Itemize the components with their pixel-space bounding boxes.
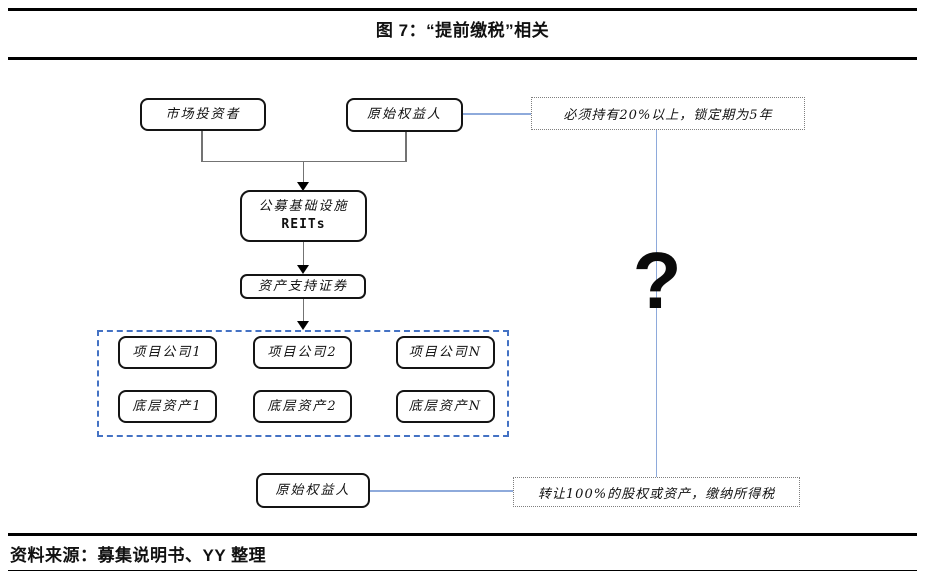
note-holding-requirement: 必须持有20%以上，锁定期为5年 xyxy=(531,97,805,130)
connector-abs-to-assets xyxy=(302,299,304,322)
box-public-reits-label-line1: 公募基础设施 xyxy=(258,199,349,215)
connector-merge-horizontal xyxy=(201,160,407,162)
box-original-holder-bottom-label: 原始权益人 xyxy=(275,482,351,498)
note-transfer-tax-label: 转让100%的股权或资产，缴纳所得税 xyxy=(537,486,776,502)
box-public-reits-label-line2: REITs xyxy=(281,217,326,232)
box-asset-backed-securities-label: 资产支持证券 xyxy=(257,278,348,294)
connector-stem-to-reits xyxy=(302,162,304,183)
bottom-rule xyxy=(8,570,917,571)
box-project-company-2: 项目公司2 xyxy=(253,336,352,369)
box-original-holder-bottom: 原始权益人 xyxy=(256,473,370,508)
title-bottom-rule xyxy=(8,57,917,60)
box-underlying-asset-n-label: 底层资产N xyxy=(408,398,483,414)
arrow-down-icon xyxy=(297,265,309,274)
box-market-investor-label: 市场投资者 xyxy=(165,106,241,122)
question-mark: ? xyxy=(632,236,682,325)
connector-holder-to-note xyxy=(463,113,531,115)
footer-top-rule xyxy=(8,533,917,536)
arrow-down-icon xyxy=(297,321,309,330)
box-market-investor: 市场投资者 xyxy=(140,98,266,131)
box-original-holder-top-label: 原始权益人 xyxy=(366,107,442,123)
top-rule xyxy=(8,8,917,11)
box-public-reits: 公募基础设施 REITs xyxy=(240,190,367,242)
note-holding-requirement-label: 必须持有20%以上，锁定期为5年 xyxy=(563,108,773,123)
connector-holder-to-transfer xyxy=(370,490,513,492)
box-project-company-n-label: 项目公司N xyxy=(408,344,483,360)
box-underlying-asset-2-label: 底层资产2 xyxy=(267,398,338,414)
connector-note-to-transfer xyxy=(655,130,657,477)
box-asset-backed-securities: 资产支持证券 xyxy=(240,274,366,299)
box-project-company-1: 项目公司1 xyxy=(118,336,217,369)
box-underlying-asset-1: 底层资产1 xyxy=(118,390,217,423)
note-transfer-tax: 转让100%的股权或资产，缴纳所得税 xyxy=(513,477,800,507)
box-underlying-asset-n: 底层资产N xyxy=(396,390,495,423)
figure-title: 图 7：“提前缴税”相关 xyxy=(375,21,550,40)
box-project-company-2-label: 项目公司2 xyxy=(267,344,338,360)
box-underlying-asset-1-label: 底层资产1 xyxy=(132,398,203,414)
arrow-down-icon xyxy=(297,182,309,191)
asset-pool-container xyxy=(97,330,509,437)
connector-drop-market xyxy=(201,131,203,161)
box-project-company-1-label: 项目公司1 xyxy=(132,344,203,360)
box-underlying-asset-2: 底层资产2 xyxy=(253,390,352,423)
connector-reits-to-abs xyxy=(302,242,304,266)
connector-drop-holder xyxy=(405,132,407,161)
source-note: 资料来源：募集说明书、YY 整理 xyxy=(10,546,267,565)
box-original-holder-top: 原始权益人 xyxy=(346,98,463,132)
box-project-company-n: 项目公司N xyxy=(396,336,495,369)
